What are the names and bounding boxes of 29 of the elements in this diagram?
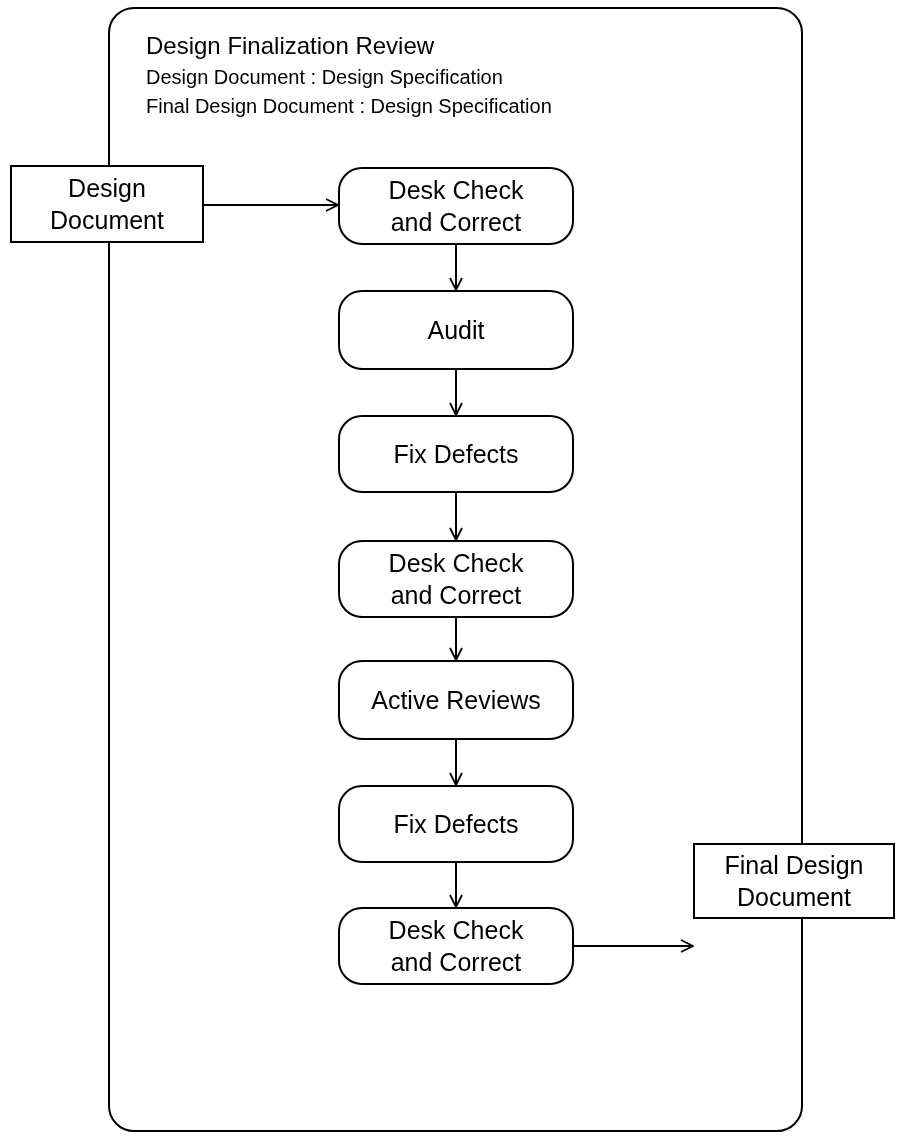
arrow: [449, 617, 463, 661]
arrow: [449, 492, 463, 541]
node-label: Desk Check and Correct: [387, 547, 525, 611]
activity-box: [338, 290, 574, 370]
node-label: Final Design Document: [723, 849, 865, 913]
activity-box: [338, 167, 574, 245]
arrow: [203, 198, 339, 212]
frame-subtitle: Design Document : Design Specification: [146, 65, 504, 90]
node-label: Active Reviews: [371, 684, 541, 716]
node-label: Audit: [427, 314, 485, 346]
node-label: Design Document: [49, 172, 165, 236]
arrow: [449, 244, 463, 291]
object-box: [693, 843, 895, 919]
node-label: Desk Check and Correct: [387, 914, 525, 978]
node-label: Desk Check and Correct: [387, 174, 525, 238]
arrow: [449, 739, 463, 786]
activity-box: [338, 415, 574, 493]
activity-box: [338, 785, 574, 863]
node-label: Fix Defects: [393, 438, 519, 470]
arrow: [449, 862, 463, 908]
arrow: [449, 369, 463, 416]
frame-title: Design Finalization Review: [146, 31, 436, 61]
activity-box: [338, 907, 574, 985]
object-box: [10, 165, 204, 243]
frame-subtitle: Final Design Document : Design Specification: [146, 94, 552, 119]
activity-box: [338, 540, 574, 618]
arrow: [573, 939, 694, 953]
node-label: Fix Defects: [393, 808, 519, 840]
activity-box: [338, 660, 574, 740]
